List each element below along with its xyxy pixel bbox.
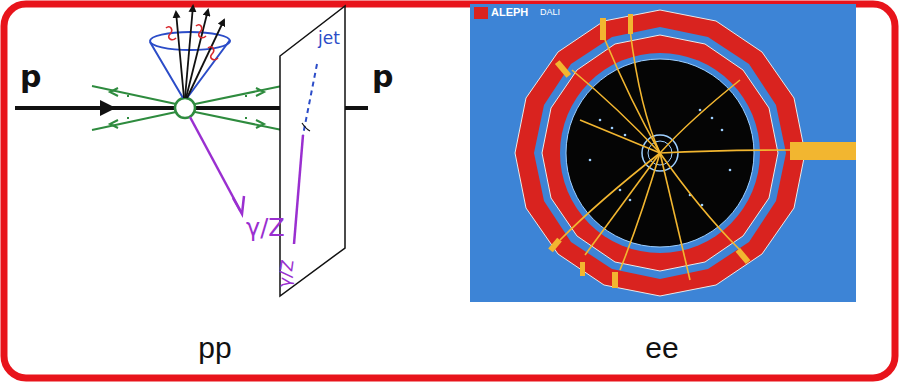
boson-label: γ/Z <box>276 259 297 289</box>
transverse-plane <box>280 6 345 296</box>
proton-label: p <box>372 62 393 92</box>
display-title: DALI <box>540 8 560 17</box>
red-frame <box>4 4 895 378</box>
panel-caption: ee <box>645 333 678 363</box>
display-title: ALEPH <box>491 7 528 18</box>
boson-label: γ/Z <box>246 216 285 240</box>
proton-label: p <box>20 62 41 92</box>
aleph-event-display <box>470 4 856 302</box>
panel-caption: pp <box>198 333 231 363</box>
jet-label: jet <box>318 30 340 47</box>
